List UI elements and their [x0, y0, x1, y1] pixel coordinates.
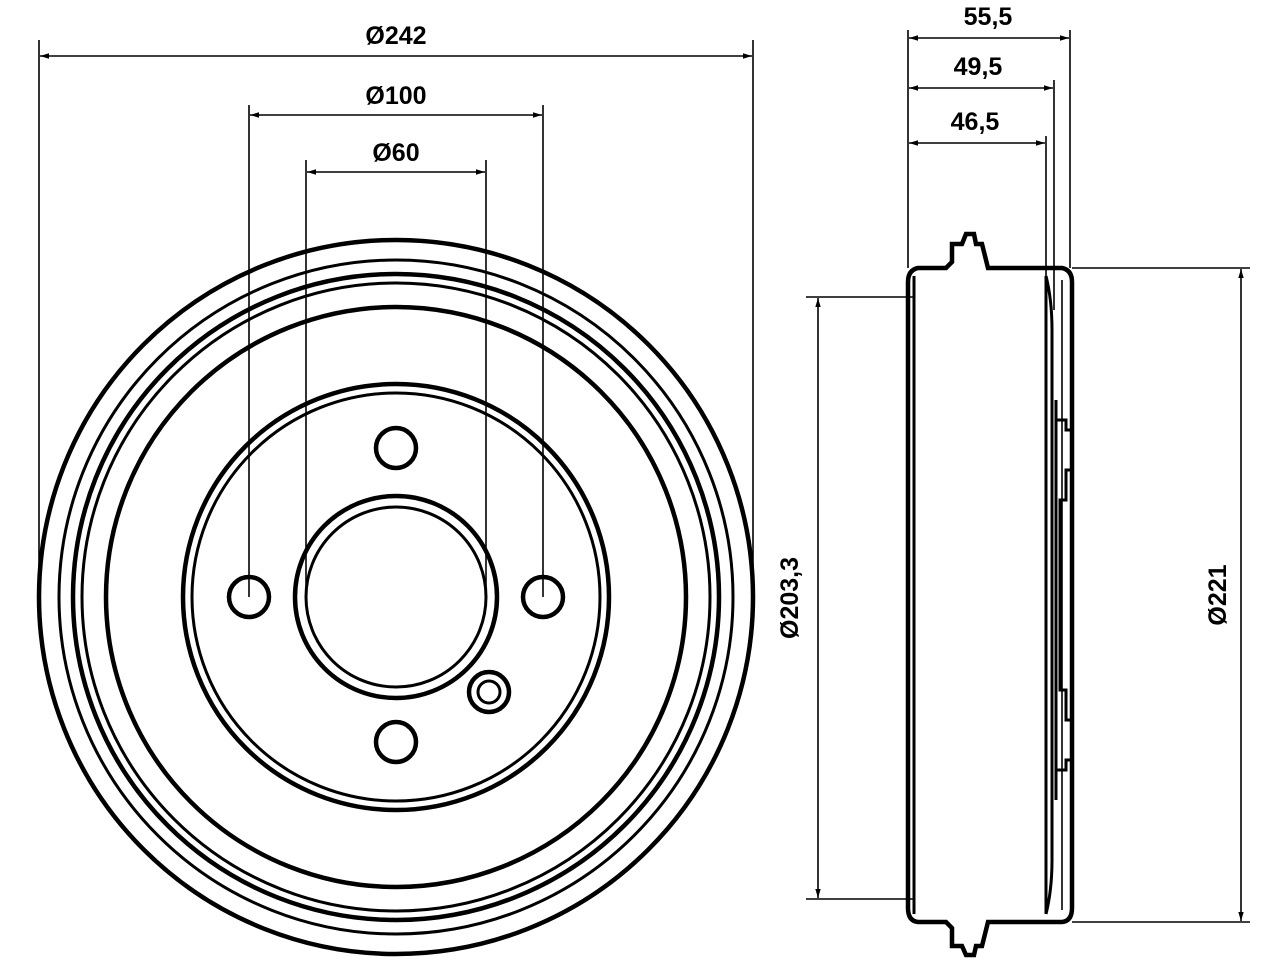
drum-rim-ring [70, 271, 722, 923]
bolt-hole-bottom [373, 719, 419, 765]
label-flange-height: 49,5 [954, 53, 1003, 81]
front-view: Ø242 Ø100 Ø60 [36, 22, 756, 957]
drum-braking-surface [103, 304, 689, 890]
locating-hole-outer [466, 669, 512, 715]
center-bore-inner [304, 505, 488, 689]
label-total-height: 55,5 [964, 3, 1013, 31]
drum-side-profile [905, 231, 1075, 958]
center-bore-outer [292, 493, 500, 701]
drum-inner-ring [80, 281, 712, 913]
side-view: 55,5 49,5 46,5 Ø203,3 Ø221 [776, 3, 1250, 958]
label-outer-rim-diameter: Ø221 [1204, 564, 1232, 625]
locating-hole-inner [476, 679, 502, 705]
drum-outer-ring [57, 258, 735, 936]
label-inner-diameter: Ø203,3 [776, 557, 804, 639]
label-outer-diameter: Ø242 [365, 22, 426, 50]
label-center-bore-diameter: Ø60 [372, 139, 419, 167]
label-bolt-circle-diameter: Ø100 [365, 82, 426, 110]
bolt-hole-top [373, 425, 419, 471]
label-inner-height: 46,5 [951, 108, 1000, 136]
hub-inner [190, 391, 602, 803]
hub-flange [1056, 418, 1074, 772]
hub-outer [180, 381, 612, 813]
drum-outer-edge [36, 237, 756, 957]
